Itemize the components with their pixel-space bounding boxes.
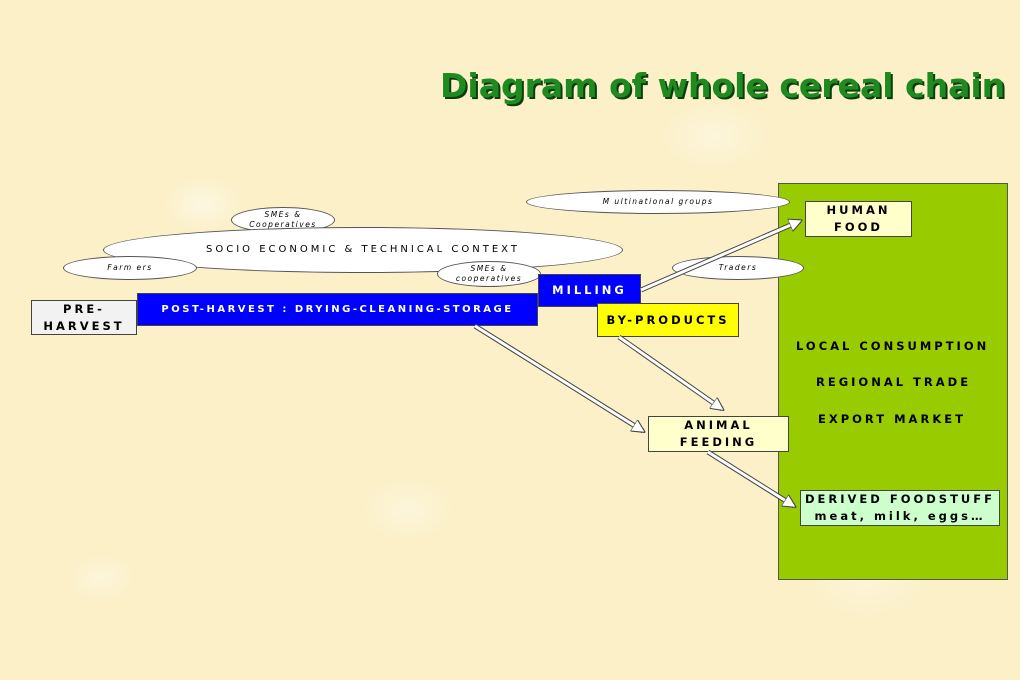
milling-label: MILLING (552, 283, 627, 297)
arrow-by-products-to-animal-feeding (617, 334, 722, 409)
panel-line-export-market: EXPORT MARKET (818, 412, 966, 426)
by-products-box: BY-PRODUCTS (597, 303, 739, 337)
derived-line-2: meat, milk, eggs… (814, 509, 986, 523)
arrow-animal-feeding-to-derived (706, 449, 794, 509)
panel-line-regional-trade: REGIONAL TRADE (816, 375, 972, 389)
context-label: SOCIO ECONOMIC & TECHNICAL CONTEXT (206, 244, 520, 255)
smes-bottom-line-2: cooperatives (455, 274, 523, 283)
smes-cooperatives-ellipse-bottom: SMEs & cooperatives (437, 261, 541, 287)
animal-feeding-line-1: ANIMAL (684, 418, 753, 432)
multinational-groups-ellipse: M ultinational groups (526, 190, 790, 214)
pre-harvest-line-2: HARVEST (43, 318, 125, 333)
multinational-label: M ultinational groups (602, 197, 714, 206)
diagram-title: Diagram of whole cereal chain (440, 66, 1006, 105)
post-harvest-label: POST-HARVEST : DRYING-CLEANING-STORAGE (161, 304, 514, 315)
human-food-line-2: FOOD (834, 220, 883, 234)
traders-label: Traders (718, 263, 758, 272)
milling-box: MILLING (538, 274, 641, 307)
human-food-line-1: HUMAN (826, 203, 891, 217)
post-harvest-box: POST-HARVEST : DRYING-CLEANING-STORAGE (137, 293, 538, 326)
panel-line-local-consumption: LOCAL CONSUMPTION (796, 339, 990, 353)
smes-top-line-1: SMEs & (264, 210, 302, 219)
derived-foodstuff-box: DERIVED FOODSTUFF meat, milk, eggs… (800, 490, 1000, 526)
human-food-box: HUMAN FOOD (805, 201, 912, 237)
farmers-label: Farm ers (107, 263, 153, 272)
smes-top-line-2: Cooperatives (249, 220, 317, 229)
farmers-ellipse: Farm ers (63, 256, 197, 280)
derived-line-1: DERIVED FOODSTUFF (805, 492, 995, 506)
arrow-post-harvest-to-animal-feeding (473, 323, 643, 434)
animal-feeding-box: ANIMAL FEEDING (648, 416, 789, 452)
pre-harvest-box: PRE- HARVEST (31, 300, 137, 335)
by-products-label: BY-PRODUCTS (606, 312, 730, 327)
arrow-milling-to-human-food (640, 221, 800, 293)
pre-harvest-line-1: PRE- (63, 301, 105, 316)
smes-bottom-line-1: SMEs & (470, 264, 508, 273)
animal-feeding-line-2: FEEDING (679, 435, 758, 449)
